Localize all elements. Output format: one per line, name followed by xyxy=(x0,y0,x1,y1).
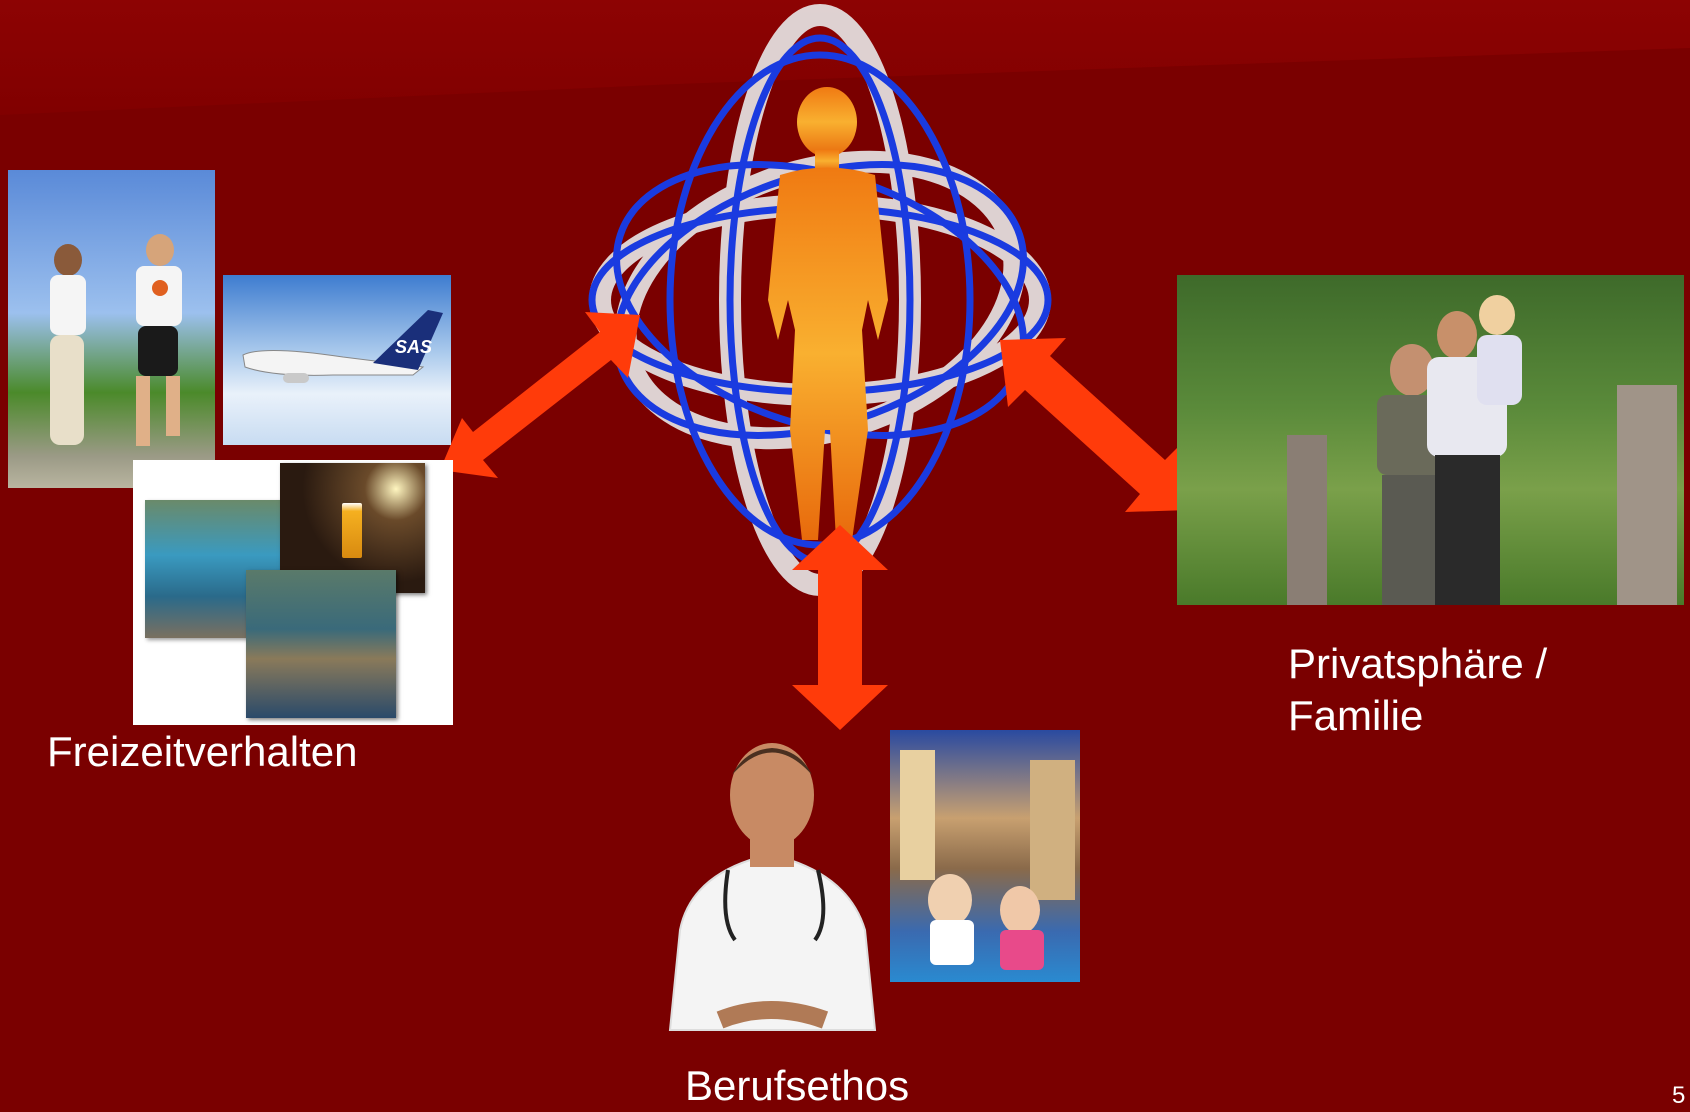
stethoscope-icon xyxy=(723,869,826,942)
family-photo xyxy=(1177,275,1684,605)
airplane-icon xyxy=(242,310,443,383)
label-private: Privatsphäre / Familie xyxy=(1288,638,1547,742)
leisure-collage xyxy=(133,460,453,725)
label-private-line1: Privatsphäre / xyxy=(1288,640,1548,687)
beer-glass-icon xyxy=(342,503,362,558)
person-silhouette xyxy=(768,87,888,540)
airline-logo: SAS xyxy=(395,337,432,357)
joggers-photo xyxy=(8,170,215,488)
doctor-photo xyxy=(650,730,890,1045)
airplane-photo: SAS xyxy=(223,275,451,445)
label-leisure: Freizeitverhalten xyxy=(47,728,358,775)
arrow-to-leisure xyxy=(440,312,640,478)
label-private-line2: Familie xyxy=(1288,692,1424,739)
raft-photo xyxy=(246,570,396,718)
slide-number: 5 xyxy=(1672,1082,1686,1109)
library-photo xyxy=(890,730,1080,982)
label-work: Berufsethos xyxy=(685,1062,910,1109)
arrow-to-private xyxy=(1000,338,1190,512)
arrow-to-work xyxy=(792,525,888,730)
